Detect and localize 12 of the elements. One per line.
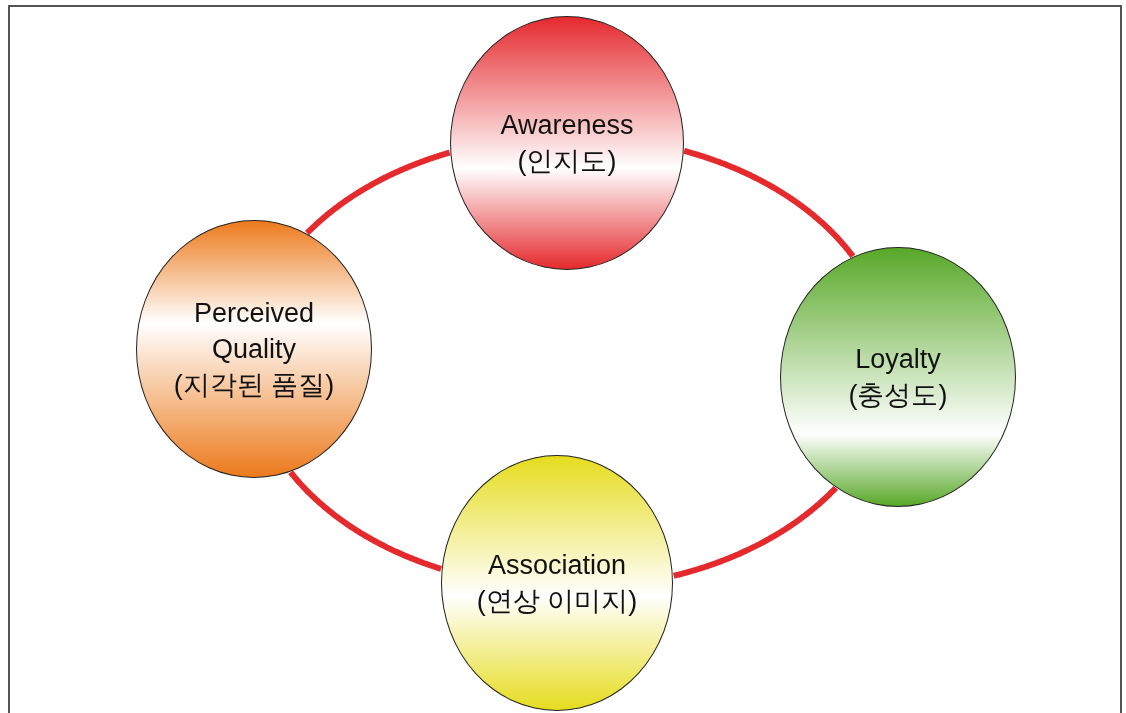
circle-label: (인지도) — [517, 145, 617, 178]
connector-line — [671, 485, 839, 579]
circle-label: (충성도) — [848, 379, 948, 412]
circle-label: Loyalty — [855, 343, 941, 376]
circle-label: Perceived Quality — [192, 297, 316, 366]
connector-line — [288, 470, 443, 572]
connector-line — [304, 149, 452, 236]
circle-label: (지각된 품질) — [173, 369, 335, 402]
circle-label: Awareness — [500, 109, 634, 142]
connector-line — [682, 148, 856, 259]
circle-label: Association — [487, 549, 627, 582]
circle-label: (연상 이미지) — [476, 585, 638, 618]
